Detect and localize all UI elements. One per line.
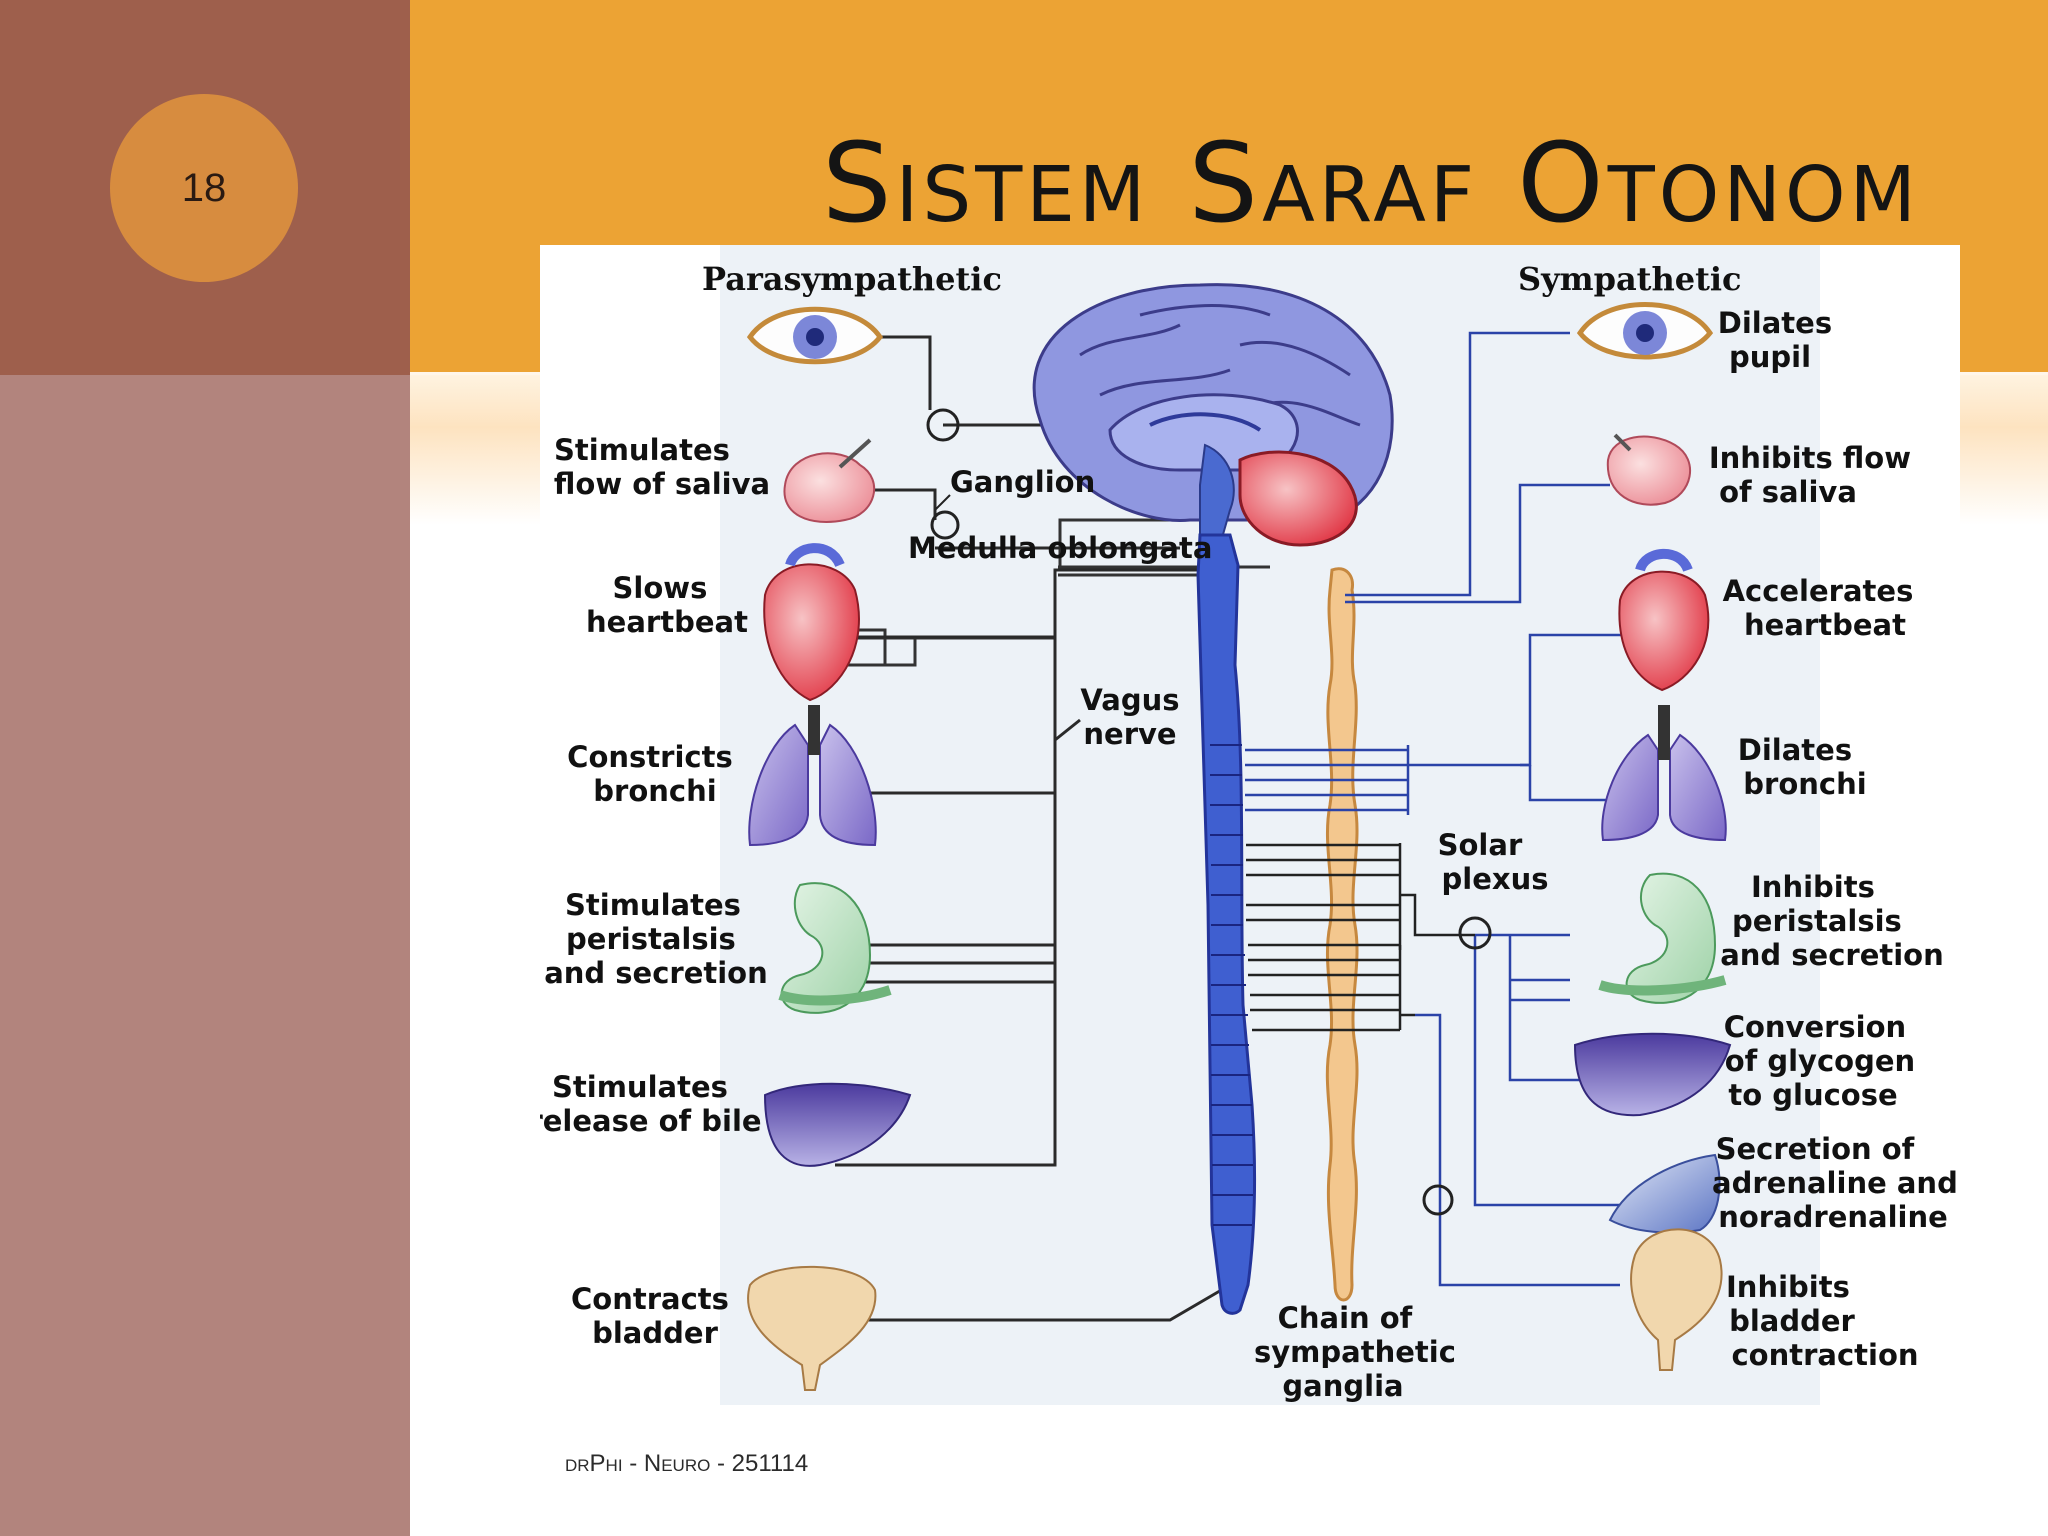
slide-number-badge: [110, 94, 298, 282]
left-lungs: [748, 705, 877, 847]
label-release-of-bile: Stimulates release of bile: [540, 1070, 762, 1138]
right-adrenal-gland: [1608, 1153, 1721, 1234]
right-eye: [1576, 302, 1714, 360]
autonomic-nervous-system-figure: Parasympathetic Sympathetic: [540, 245, 1960, 1410]
label-adrenaline-secretion: Secretion of adrenaline and noradrenalin…: [1712, 1132, 1960, 1234]
sympathetic-preganglionic: [1246, 843, 1475, 1032]
label-glycogen-conversion: Conversion of glycogen to glucose: [1724, 1010, 1926, 1112]
left-heart: [763, 543, 860, 702]
saliva-ganglion: [930, 510, 960, 540]
left-bladder: [747, 1265, 877, 1391]
parasympathetic-heading: Parasympathetic: [702, 260, 1002, 298]
label-vagus-nerve: Vagus nerve: [1080, 683, 1189, 751]
sympathetic-heading: Sympathetic: [1518, 260, 1742, 298]
right-stomach: [1598, 872, 1727, 1004]
label-inhibits-peristalsis: Inhibits peristalsis and secretion: [1720, 870, 1944, 972]
left-eye: [746, 306, 884, 365]
label-solar-plexus: Solar plexus: [1438, 828, 1549, 896]
solar-plexus-ganglion: [1458, 916, 1492, 950]
left-liver: [763, 1082, 912, 1167]
label-dilates-bronchi: Dilates bronchi: [1738, 733, 1867, 801]
label-ganglion: Ganglion: [950, 465, 1095, 499]
right-heart: [1618, 548, 1710, 692]
slide-number: 18: [181, 166, 227, 210]
diagram-canvas: Parasympathetic Sympathetic: [540, 245, 1960, 1410]
label-dilates-pupil: Dilates pupil: [1718, 306, 1842, 374]
adrenal-ganglion: [1422, 1184, 1454, 1216]
label-chain-of-sympathetic-ganglia: Chain of sympathetic ganglia: [1254, 1301, 1466, 1403]
right-lungs: [1601, 705, 1727, 842]
slide-title: Sistem Saraf Otonom: [821, 119, 1920, 247]
label-accelerates-heartbeat: Accelerates heartbeat: [1723, 574, 1924, 642]
label-contracts-bladder: Contracts bladder: [571, 1282, 739, 1350]
eye-ganglion: [926, 408, 960, 442]
label-constricts-bronchi: Constricts bronchi: [567, 740, 743, 808]
label-stimulates-peristalsis: Stimulates peristalsis and secretion: [544, 888, 768, 990]
left-salivary-gland: [783, 438, 876, 523]
label-slows-heartbeat: Slows heartbeat: [586, 571, 748, 639]
ganglion-pointer: [934, 494, 951, 511]
label-stimulates-saliva: Stimulates flow of saliva: [554, 433, 770, 501]
slide-footer: drPhi - Neuro - 251114: [565, 1450, 809, 1477]
cerebellum: [1238, 450, 1358, 547]
sympathetic-wiring: [1245, 331, 1640, 1287]
spinal-cord: [1196, 533, 1257, 1315]
label-inhibits-saliva: Inhibits flow of saliva: [1709, 441, 1921, 509]
left-side-panel: [0, 375, 410, 1536]
brain: [1032, 283, 1394, 547]
label-inhibits-bladder: Inhibits bladder contraction: [1726, 1270, 1919, 1372]
right-liver: [1573, 1032, 1732, 1117]
label-medulla-oblongata: Medulla oblongata: [908, 531, 1212, 565]
left-stomach: [778, 882, 892, 1014]
sympathetic-chain: [1325, 567, 1359, 1302]
right-bladder: [1630, 1228, 1723, 1371]
right-salivary-gland: [1606, 433, 1692, 506]
